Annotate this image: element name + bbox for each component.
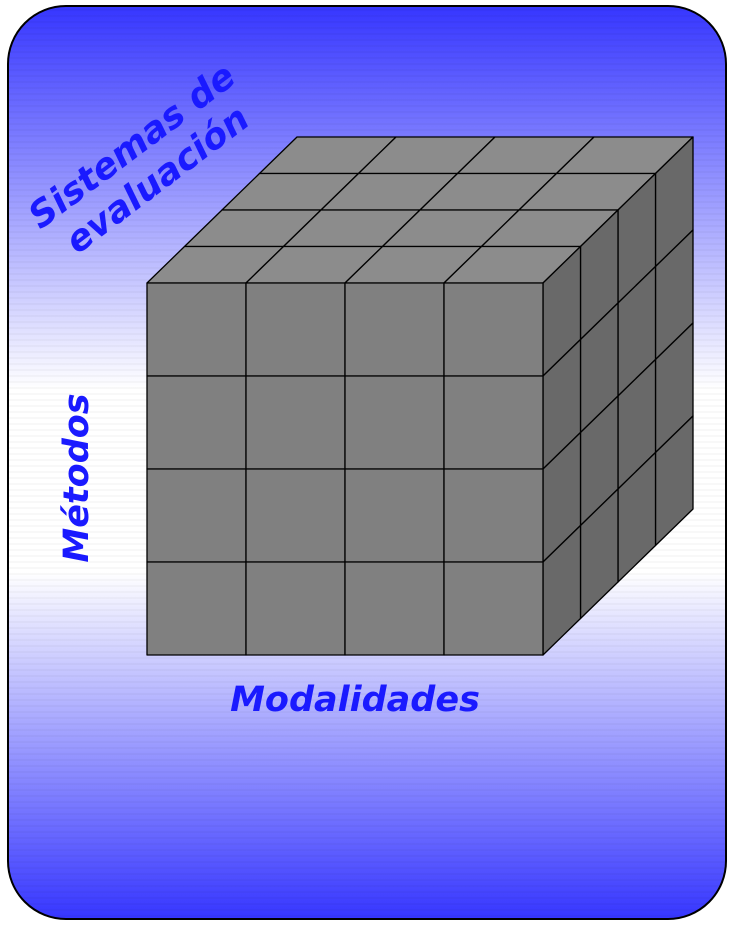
cube-front-cell: [147, 562, 246, 655]
cube-front-cell: [345, 562, 444, 655]
cube-front-cell: [246, 469, 345, 562]
cube-front-cell: [147, 283, 246, 376]
cube-front-cell: [246, 376, 345, 469]
horizontal-axis-label: Modalidades: [230, 680, 480, 720]
cube-front-cell: [444, 469, 543, 562]
cube-front-cell: [147, 469, 246, 562]
cube-front-cell: [345, 283, 444, 376]
cube-front-cell: [444, 376, 543, 469]
cube-front-cell: [444, 283, 543, 376]
cube-front-cell: [444, 562, 543, 655]
cube-front-cell: [345, 376, 444, 469]
cube-front-cell: [147, 376, 246, 469]
cube: [147, 137, 693, 655]
vertical-axis-label: Métodos: [57, 393, 97, 562]
cube-front-cell: [246, 283, 345, 376]
cube-front-cell: [246, 562, 345, 655]
cube-front-cell: [345, 469, 444, 562]
